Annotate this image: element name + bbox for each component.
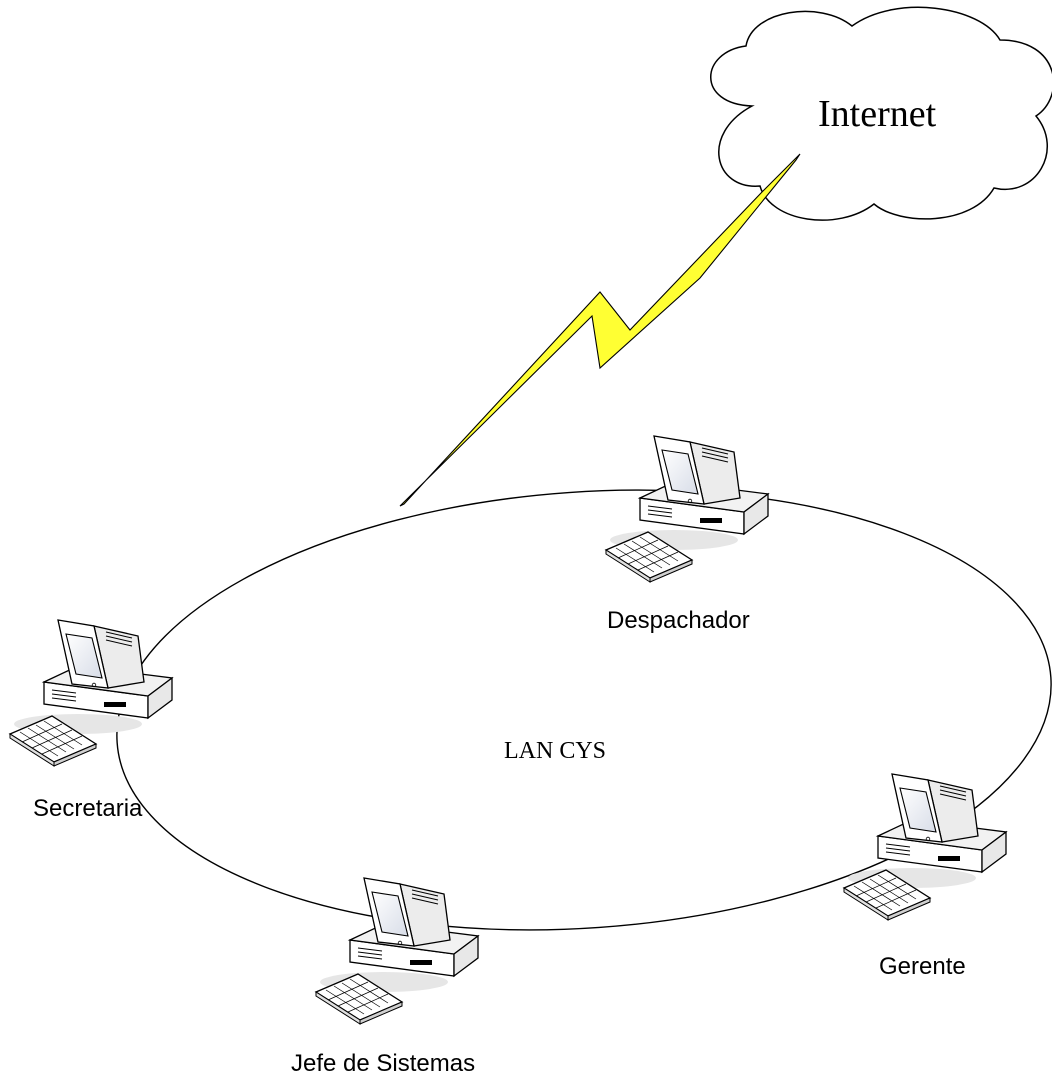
computer-label-secretaria: Secretaria <box>33 795 143 822</box>
computer-despachador-icon <box>605 435 769 583</box>
lan-ring <box>116 489 1052 931</box>
computer-gerente-icon <box>843 773 1007 921</box>
computer-label-gerente: Gerente <box>879 953 966 980</box>
internet-label: Internet <box>818 93 937 135</box>
computer-label-jefe-de-sistemas: Jefe de Sistemas <box>291 1050 476 1077</box>
lan-label: LAN CYS <box>504 738 607 764</box>
internet-cloud <box>710 6 1052 221</box>
computer-secretaria-icon <box>9 619 173 767</box>
computer-label-despachador: Despachador <box>607 607 750 634</box>
lightning-bolt-link <box>399 153 801 507</box>
computer-jefe-de-sistemas-icon <box>315 877 479 1025</box>
